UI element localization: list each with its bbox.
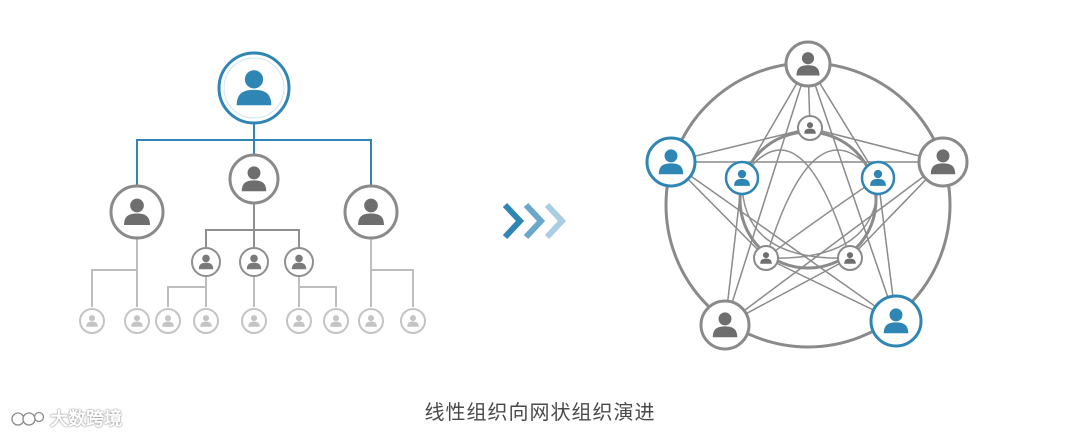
tree-node-l2-left	[191, 247, 221, 277]
chevron-right-icon	[502, 202, 567, 240]
tree-node-l2-right	[284, 247, 314, 277]
network-node-inner-right	[860, 160, 896, 196]
level2-connector	[205, 202, 300, 250]
tree-leaf-node	[241, 308, 267, 334]
tree-connectors	[91, 123, 414, 307]
network-node-inner-top	[797, 115, 823, 141]
network-node-bottom-right	[869, 294, 923, 348]
network-node-bottom-left	[699, 299, 751, 351]
tree-leaf-node	[155, 308, 181, 334]
network-node-right	[917, 136, 969, 188]
watermark-text: 大数跨境	[50, 409, 122, 430]
level3-connector-mid	[167, 275, 337, 307]
network-node-inner-bottom-right	[837, 245, 863, 271]
tree-leaf-node	[286, 308, 312, 334]
diagram-caption: 线性组织向网状组织演进	[424, 400, 656, 424]
tree-node-root	[217, 51, 291, 125]
tree-leaf-node	[193, 308, 219, 334]
network-arcs	[741, 149, 879, 259]
network-organization-chart	[645, 40, 969, 351]
network-node-inner-left	[724, 160, 760, 196]
watermark: 大数跨境	[10, 403, 122, 433]
linear-organization-chart	[79, 51, 426, 334]
tree-node-l1-left	[109, 184, 165, 240]
tree-node-l1-mid	[228, 153, 280, 205]
tree-leaf-node	[400, 308, 426, 334]
tree-leaf-node	[79, 308, 105, 334]
level3-connector-right	[370, 237, 414, 307]
tree-leaf-row	[79, 308, 426, 334]
level3-connector-left	[91, 237, 138, 307]
tree-leaf-node	[323, 308, 349, 334]
network-node-inner-bottom-left	[753, 245, 779, 271]
network-node-left	[645, 136, 697, 188]
network-links	[670, 63, 944, 326]
tree-leaf-node	[124, 308, 150, 334]
watermark-logo-icon	[11, 411, 45, 426]
tree-node-l2-mid	[239, 247, 269, 277]
network-node-top	[784, 40, 832, 88]
tree-node-l1-right	[343, 184, 399, 240]
tree-leaf-node	[358, 308, 384, 334]
level1-connector	[136, 123, 372, 186]
